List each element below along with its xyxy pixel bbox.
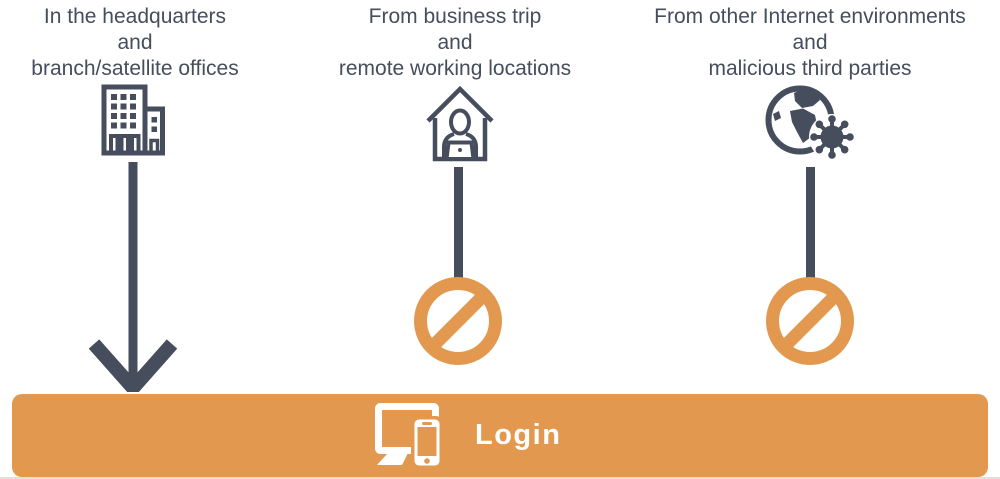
blocked-connector-line (806, 167, 815, 278)
headquarters-label: In the headquarters and branch/satellite… (0, 4, 270, 82)
login-button-content: Login (375, 394, 561, 477)
internet-threats-label-line1: From other Internet environments (654, 5, 966, 28)
blocked-connector-line (454, 167, 463, 278)
headquarters-label-line1: In the headquarters (43, 5, 227, 28)
globe-malware-icon (765, 85, 855, 160)
login-button[interactable]: Login (12, 394, 988, 477)
business-trip-label-line2: and (437, 31, 473, 54)
devices-icon (375, 402, 443, 469)
prohibition-sign-icon (766, 277, 854, 365)
internet-threats-label-line3: malicious third parties (708, 57, 912, 80)
home-teleworker-icon (426, 85, 494, 162)
prohibition-sign-icon (414, 277, 502, 365)
bottom-divider (0, 477, 1000, 479)
internet-threats-label-line2: and (792, 31, 828, 54)
headquarters-label-line3: branch/satellite offices (31, 57, 239, 80)
internet-threats-label: From other Internet environments and mal… (615, 4, 1000, 82)
business-trip-label-line3: remote working locations (338, 57, 572, 80)
office-building-icon (101, 84, 165, 156)
allowed-arrow-down (88, 162, 178, 392)
headquarters-label-line2: and (117, 31, 153, 54)
login-button-label: Login (475, 419, 562, 451)
business-trip-label: From business trip and remote working lo… (310, 4, 600, 82)
business-trip-label-line1: From business trip (368, 5, 542, 28)
